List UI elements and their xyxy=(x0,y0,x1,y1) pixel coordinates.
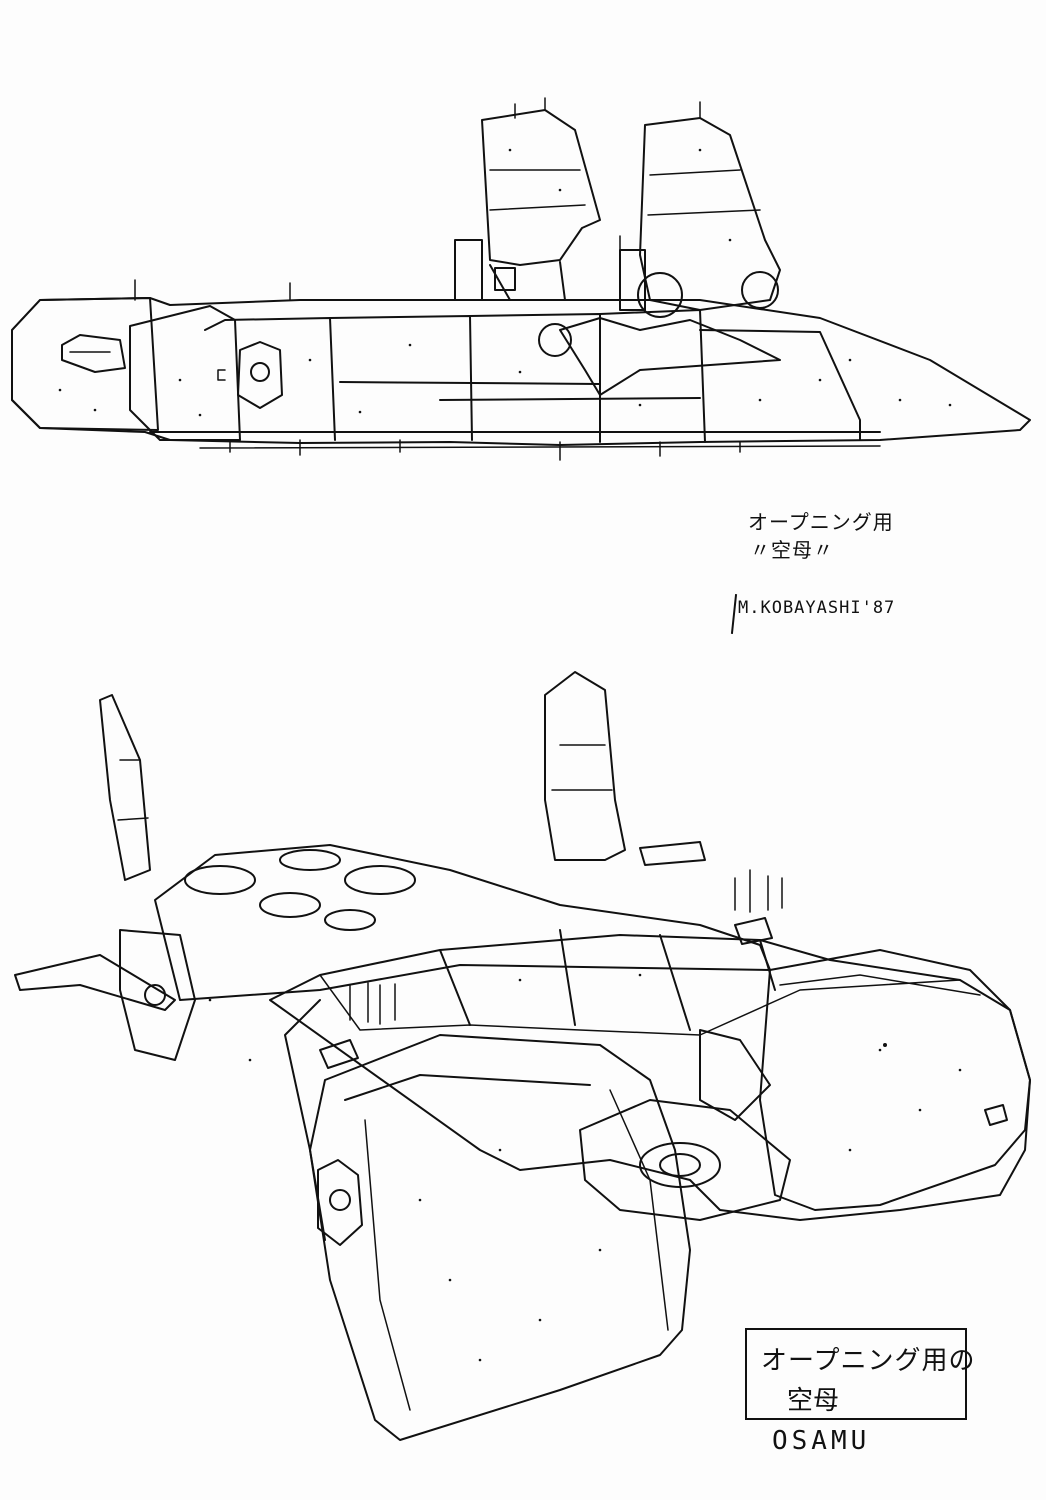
side-view-sketch xyxy=(11,97,1031,461)
top-caption: オープニング用 〃空母〃 xyxy=(748,508,948,564)
top-signature: M.KOBAYASHI'87 xyxy=(738,598,896,618)
perspective-view-sketch xyxy=(14,671,1031,1441)
bottom-signature: OSAMU xyxy=(772,1426,871,1456)
boxed-caption-line-2: 空母 xyxy=(787,1386,840,1416)
boxed-caption-line-1: オープニング用の xyxy=(761,1346,976,1376)
boxed-caption: オープニング用の 空母 xyxy=(745,1328,974,1420)
top-caption-line-1: オープニング用 xyxy=(748,510,894,534)
top-caption-line-2: 〃空母〃 xyxy=(750,538,834,562)
